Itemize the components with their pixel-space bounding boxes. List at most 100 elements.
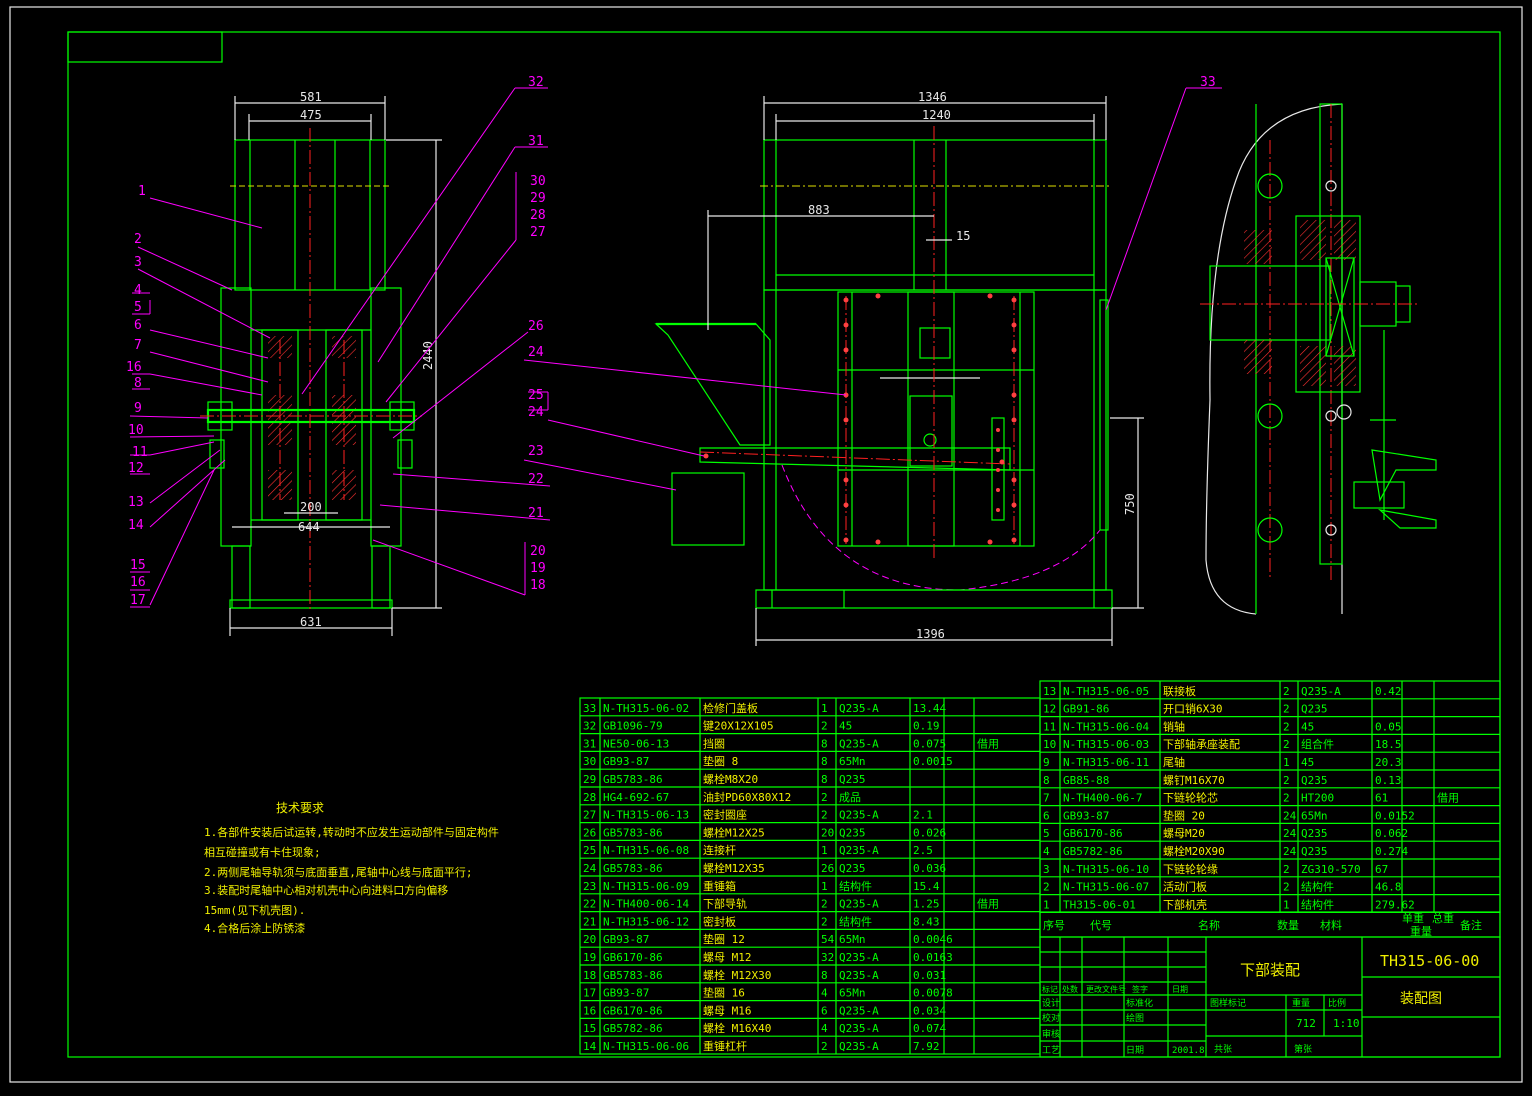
bom-cell: 成品 [839,791,861,804]
balloon-20: 20 [530,544,546,559]
bom-cell: N-TH315-06-11 [1063,756,1149,769]
bom-cell: N-TH315-06-06 [603,1040,689,1053]
bom-cell: 29 [583,773,596,786]
bom-cell: Q235 [1301,845,1328,858]
bom-cell: 2 [1283,720,1290,733]
bom-cell: N-TH315-06-12 [603,915,689,928]
bom-cell: 垫圈 12 [703,932,745,946]
bom-cell: 0.075 [913,737,946,750]
dim-475: 475 [300,108,322,122]
bom-cell: 45 [839,720,852,733]
bom-cell: 26 [821,862,834,875]
dim-883: 883 [808,203,830,217]
bom-cell: Q235-A [839,898,879,911]
bom-cell: 8 [821,737,828,750]
bom-cell: 螺栓M20X90 [1163,844,1225,858]
bom-cell: 16 [583,1004,596,1017]
label-process: 工艺 [1042,1045,1060,1056]
bom-cell: 尾轴 [1163,755,1185,769]
balloon-24a: 24 [528,345,544,360]
bom-cell: Q235-A [839,844,879,857]
bom-cell: 28 [583,791,596,804]
bom-cell: 0.0078 [913,987,953,1000]
bom-cell: Q235-A [839,969,879,982]
dim-15: 15 [956,229,970,243]
bom-cell: 螺栓 M12X30 [703,968,771,982]
balloons-side: 24 25 24 23 33 [528,75,1216,459]
bom-cell: 65Mn [839,755,866,768]
drawing-type: 装配图 [1400,991,1442,1007]
bom-cell: 20.3 [1375,756,1402,769]
bom-cell: 螺母M20 [1163,827,1205,840]
bom-cell: 2 [1283,863,1290,876]
bom-cell: Q235-A [839,1004,879,1017]
bom-cell: 连接杆 [703,843,736,857]
bom-cell: N-TH315-06-09 [603,880,689,893]
balloon-30: 30 [530,174,546,189]
bom-cell: 结构件 [1301,897,1334,911]
bom-cell: 24 [1283,827,1297,840]
bom-cell: 1.25 [913,898,940,911]
bom-cell: 6 [821,1004,828,1017]
balloon-32: 32 [528,75,544,90]
bom-cell: 3 [1043,863,1050,876]
bom-cell: 1 [821,702,828,715]
bom-cell: 下部导轨 [703,897,747,911]
tech-line-5: 15mm(见下机壳图). [204,903,305,917]
balloon-16a: 16 [126,360,142,375]
balloon-33: 33 [1200,75,1216,90]
bom-cell: 18 [583,969,596,982]
bom-cell: 0.0015 [913,755,953,768]
bom-cell: N-TH315-06-03 [1063,738,1149,751]
drawing-title: 下部装配 [1240,961,1300,979]
bom-cell: 0.036 [913,862,946,875]
bom-cell: 15.4 [913,880,940,893]
bom-cell: 10 [1043,738,1056,751]
corner-label-box [67,31,223,63]
bom-cell: GB1096-79 [603,720,663,733]
bom-cell: 20 [821,826,834,839]
bom-cell: GB91-86 [1063,703,1109,716]
bom-cell: 借用 [977,737,999,750]
label-date: 日期 [1126,1045,1144,1056]
bom-cell: 65Mn [839,987,866,1000]
bom-cell: 11 [1043,720,1056,733]
balloon-16b: 16 [130,575,146,590]
bom-cell: 0.0163 [913,951,953,964]
balloon-8: 8 [134,376,142,391]
bom-cell: 挡圈 [703,736,725,750]
dim-631: 631 [300,615,322,629]
bom-cell: 0.074 [913,1022,946,1035]
bom-cell: 下链轮轮芯 [1163,791,1218,805]
bom-cell: 结构件 [1301,880,1334,894]
bom-cell: 下部轴承座装配 [1163,737,1240,751]
balloon-9: 9 [134,401,142,416]
balloon-14: 14 [128,518,144,533]
balloon-13: 13 [128,495,144,510]
balloon-27: 27 [530,225,546,240]
bom-cell: Q235-A [839,951,879,964]
bom-cell: GB5783-86 [603,773,663,786]
bom-cell: 24 [1283,845,1297,858]
bom-cell: 2 [821,1040,828,1053]
bom-cell: 下链轮轮缘 [1163,862,1218,876]
bom-cell: 12 [1043,703,1056,716]
bom-cell: 螺栓M8X20 [703,772,758,786]
bom-cell: 33 [583,702,596,715]
bom-cell: N-TH315-06-02 [603,702,689,715]
bom-cell: N-TH315-06-10 [1063,863,1149,876]
label-stage: 图样标记 [1210,997,1246,1009]
tech-line-1: 1.各部件安装后试运转,转动时不应发生运动部件与固定构件 [204,825,499,839]
bom-cell: 8 [821,773,828,786]
bom-cell: 2 [1283,792,1290,805]
bom-cell: 垫圈 16 [703,986,745,1000]
balloon-4: 4 [134,283,142,298]
bom-cell: 65Mn [839,933,866,946]
bom-cell: 销轴 [1163,719,1185,733]
tech-line-6: 4.合格后涂上防锈漆 [204,921,305,935]
bom-cell: 螺栓 M16X40 [703,1021,771,1035]
header-unit-weight: 单重 [1402,911,1424,925]
bom-cell: 32 [821,951,834,964]
bom-cell: Q235 [1301,703,1328,716]
